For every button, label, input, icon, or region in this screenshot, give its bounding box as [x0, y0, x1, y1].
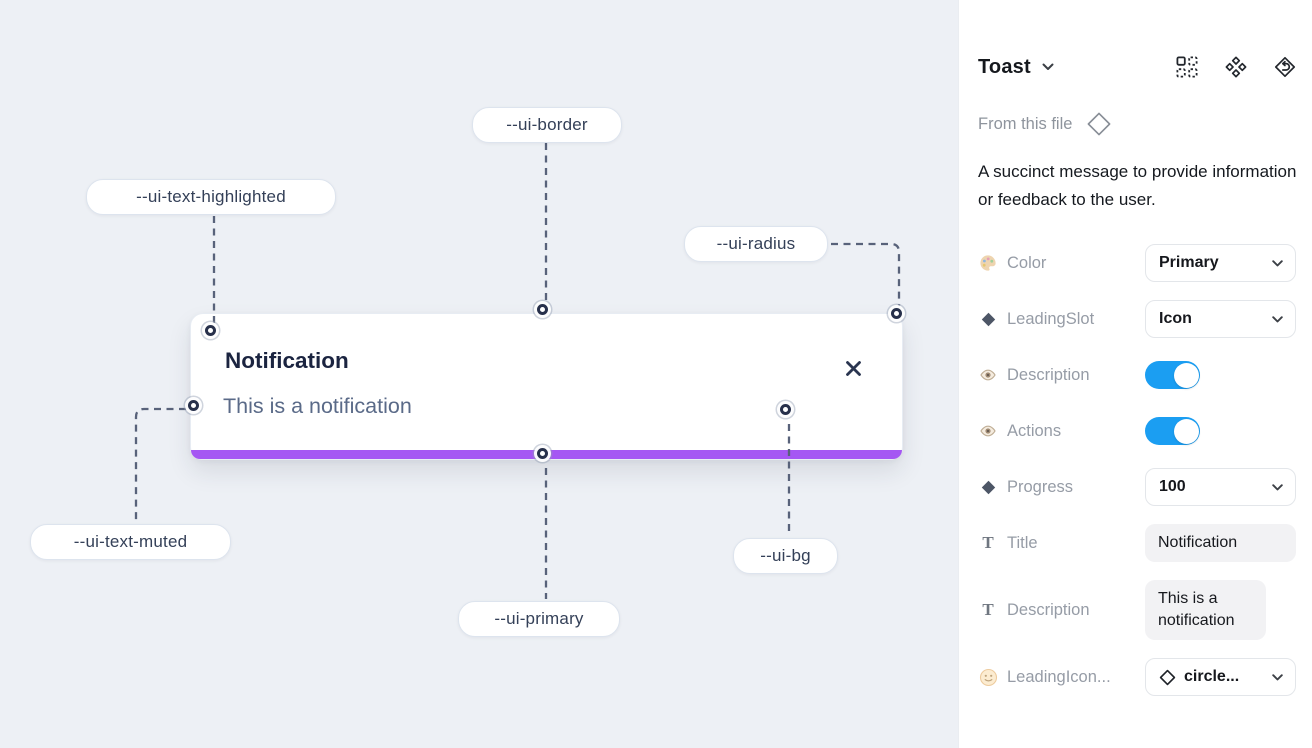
prop-label-leadingicon: LeadingIcon... [1007, 667, 1111, 686]
prop-row-leadingicon: LeadingIcon... circle... [978, 658, 1296, 696]
palette-icon [978, 253, 998, 273]
diamond-outline-icon [1159, 669, 1176, 685]
toggle-knob [1173, 418, 1199, 444]
text-icon: T [982, 533, 994, 552]
toggle-knob [1173, 362, 1199, 388]
prop-label-actions: Actions [1007, 421, 1062, 440]
node-dot-ui-text-muted[interactable] [188, 400, 199, 411]
var-pill-ui-border[interactable]: --ui-border [472, 107, 622, 143]
component-grid-icon[interactable] [1176, 56, 1198, 78]
prop-label-description: Description [1007, 365, 1090, 384]
prop-row-description-toggle: Description [978, 356, 1296, 394]
var-pill-ui-text-muted[interactable]: --ui-text-muted [30, 524, 231, 560]
title-field[interactable]: Notification [1145, 524, 1296, 562]
design-canvas[interactable]: Notification This is a notification [0, 0, 958, 748]
component-source-row: From this file [978, 110, 1296, 138]
chevron-down-icon [1042, 63, 1054, 70]
leadingicon-select-value: circle... [1184, 668, 1240, 685]
node-dot-ui-bg[interactable] [780, 404, 791, 415]
component-diamond-icon [1088, 112, 1111, 136]
text-icon: T [982, 600, 994, 619]
prop-row-title: T Title Notification [978, 524, 1296, 562]
properties-panel: Toast [958, 0, 1312, 748]
prop-label-description-field: Description [1007, 600, 1090, 619]
detach-instance-icon[interactable] [1274, 56, 1296, 78]
prop-label-progress: Progress [1007, 477, 1074, 496]
var-pill-ui-primary[interactable]: --ui-primary [458, 601, 620, 637]
prop-label-color: Color [1007, 253, 1047, 272]
description-toggle[interactable] [1145, 361, 1200, 389]
connector-ui-text-muted [134, 407, 186, 522]
panel-header-actions [1176, 56, 1296, 78]
color-select-value: Primary [1159, 254, 1219, 271]
close-icon [845, 360, 861, 376]
prop-row-progress: Progress 100 [978, 468, 1296, 506]
description-field[interactable]: This is a notification [1145, 580, 1266, 640]
leadingicon-select[interactable]: circle... [1145, 658, 1296, 696]
node-dot-ui-primary[interactable] [537, 448, 548, 459]
node-dot-ui-text-highlighted[interactable] [205, 325, 216, 336]
prop-row-color: Color Primary [978, 244, 1296, 282]
eye-icon [978, 421, 998, 441]
toast-component-preview[interactable]: Notification This is a notification [190, 313, 903, 460]
prop-row-description-field: T Description This is a notification [978, 580, 1296, 640]
properties-list: Color Primary LeadingSlot [978, 244, 1296, 696]
node-dot-ui-border[interactable] [537, 304, 548, 315]
progress-select[interactable]: 100 [1145, 468, 1296, 506]
diamond-icon [978, 312, 998, 327]
connector-ui-radius [831, 242, 901, 306]
progress-select-value: 100 [1159, 478, 1186, 495]
toast-close-button[interactable] [841, 356, 865, 380]
panel-header: Toast [978, 52, 1296, 82]
prop-label-leadingslot: LeadingSlot [1007, 309, 1095, 328]
prop-row-leadingslot: LeadingSlot Icon [978, 300, 1296, 338]
toast-title: Notification [225, 348, 349, 373]
var-pill-ui-bg[interactable]: --ui-bg [733, 538, 838, 574]
component-selector[interactable]: Toast [978, 56, 1054, 79]
component-description: A succinct message to provide informatio… [978, 162, 1297, 209]
color-select[interactable]: Primary [1145, 244, 1296, 282]
prop-row-actions-toggle: Actions [978, 412, 1296, 450]
actions-toggle[interactable] [1145, 417, 1200, 445]
node-dot-ui-radius[interactable] [891, 308, 902, 319]
diamond-icon [978, 480, 998, 495]
prop-label-title: Title [1007, 533, 1038, 552]
var-pill-ui-radius[interactable]: --ui-radius [684, 226, 828, 262]
variants-icon[interactable] [1225, 56, 1247, 78]
chevron-down-icon [1272, 673, 1283, 680]
toast-description: This is a notification [223, 394, 412, 418]
var-pill-ui-text-highlighted[interactable]: --ui-text-highlighted [86, 179, 336, 215]
smiley-icon [978, 668, 998, 687]
chevron-down-icon [1272, 483, 1283, 490]
leadingslot-select-value: Icon [1159, 310, 1192, 327]
chevron-down-icon [1272, 315, 1283, 322]
leadingslot-select[interactable]: Icon [1145, 300, 1296, 338]
component-name: Toast [978, 55, 1031, 78]
chevron-down-icon [1272, 259, 1283, 266]
eye-icon [978, 365, 998, 385]
source-label: From this file [978, 114, 1073, 133]
